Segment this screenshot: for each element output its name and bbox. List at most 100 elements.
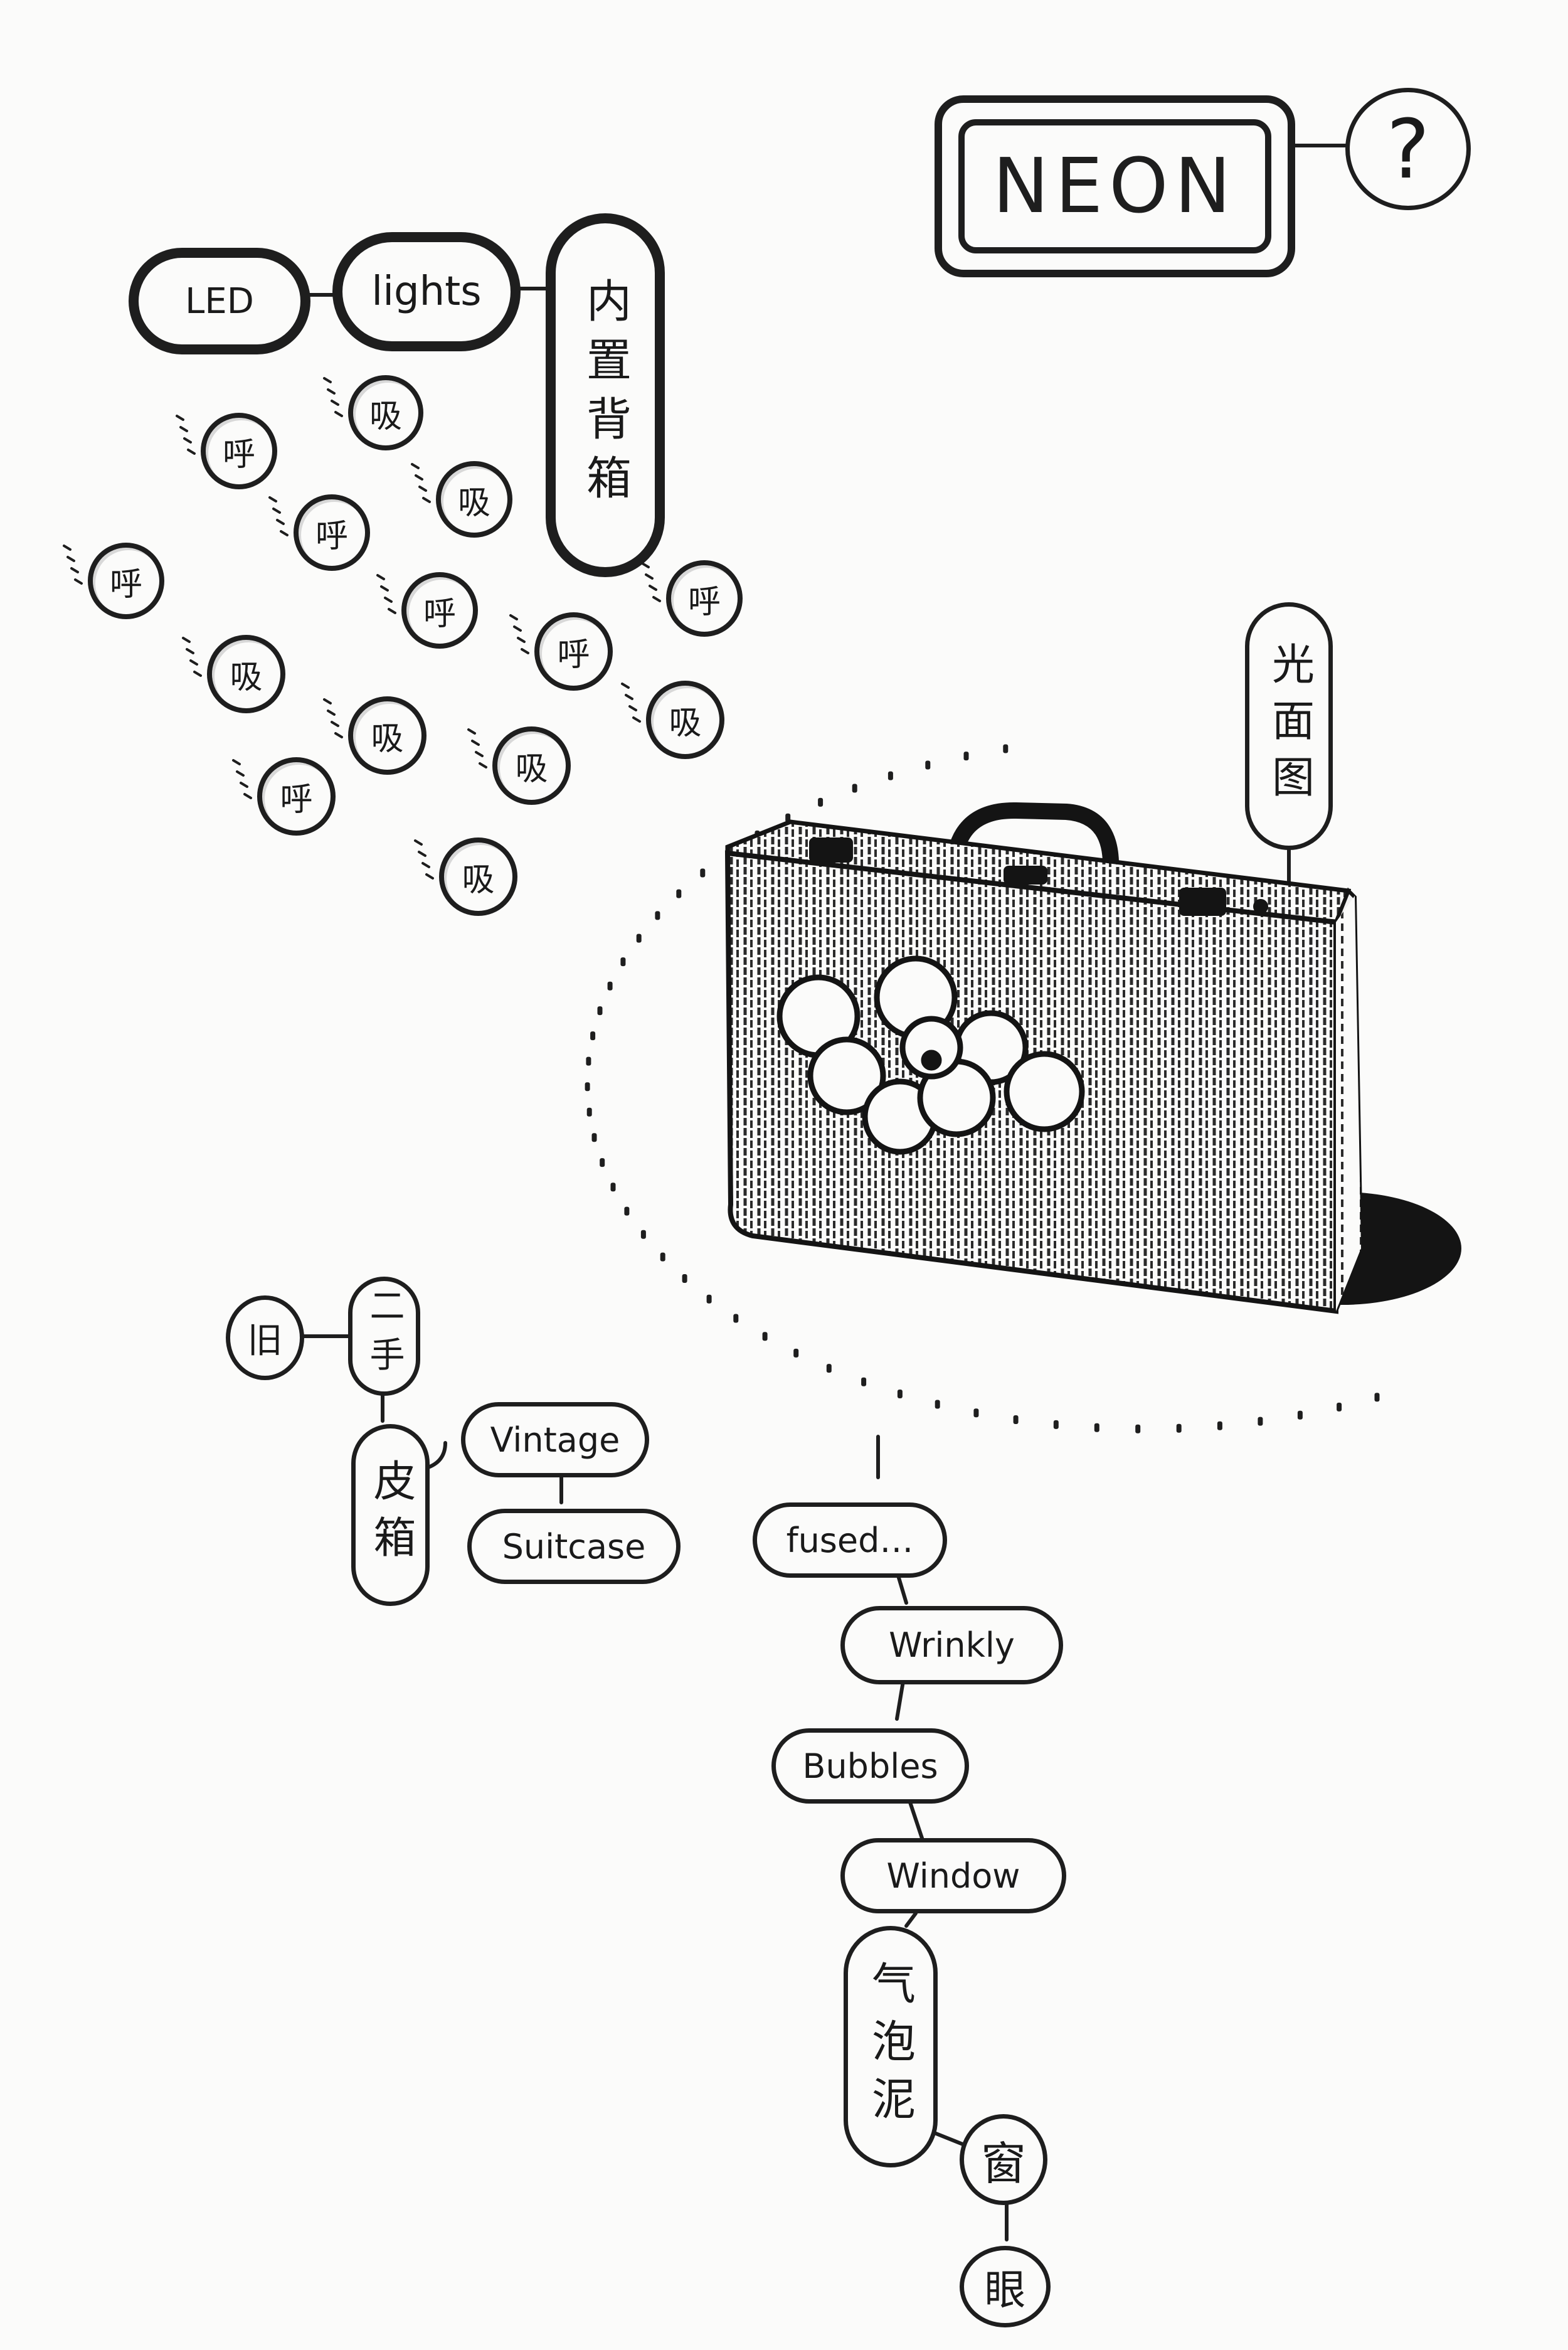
arc-dot (586, 1056, 591, 1066)
arc-dot (861, 1377, 867, 1386)
motion-tick (509, 614, 518, 620)
motion-tick (334, 732, 343, 738)
suitcase-bubble: Suitcase (467, 1509, 681, 1584)
suitcase-latch (1179, 888, 1226, 916)
arc-dot (1094, 1423, 1099, 1432)
motion-tick (517, 637, 526, 643)
suitcase-latch (809, 837, 853, 863)
breath-bubble: 呼 (88, 543, 164, 619)
motion-tick (183, 437, 192, 444)
arc-dot (607, 981, 613, 991)
window-bubble: Window (840, 1838, 1066, 1913)
motion-tick (421, 862, 430, 868)
window-cn-bubble: 窗 (960, 2114, 1047, 2205)
motion-tick (632, 716, 641, 723)
motion-tick (70, 567, 79, 573)
motion-tick (334, 411, 343, 417)
motion-tick (74, 578, 83, 585)
arc-dot (676, 889, 682, 898)
arc-dot (610, 1183, 616, 1192)
breath-bubble: 吸 (436, 461, 512, 538)
arc-dot (682, 1274, 687, 1283)
neon-label: NEON (958, 119, 1271, 253)
motion-tick (418, 851, 426, 857)
motion-tick (414, 839, 423, 846)
builtin-bubble: 内置背箱 (546, 213, 665, 577)
arc-dot (586, 1107, 592, 1117)
suitcase-illustration (724, 802, 1461, 1314)
arc-dot (624, 1206, 630, 1216)
arc-dot (1337, 1402, 1342, 1412)
old-bubble: 旧 (226, 1295, 304, 1380)
breath-bubble: 呼 (534, 612, 613, 691)
motion-tick (272, 508, 281, 514)
motion-tick (641, 562, 650, 568)
motion-tick (418, 486, 427, 492)
motion-tick (240, 782, 248, 788)
motion-tick (323, 377, 332, 383)
motion-tick (388, 608, 396, 614)
fused-bubble: fused… (753, 1502, 947, 1578)
motion-tick (331, 721, 339, 727)
motion-tick (268, 496, 277, 502)
motion-tick (327, 388, 336, 395)
breath-bubble: 吸 (646, 681, 724, 759)
breath-bubble: 呼 (257, 757, 336, 836)
motion-tick (513, 625, 522, 632)
eye-bubble: 眼 (960, 2246, 1051, 2327)
breath-bubble: 呼 (294, 494, 370, 571)
motion-tick (186, 648, 194, 654)
motion-tick (411, 463, 420, 469)
motion-tick (652, 596, 661, 602)
arc-dot (620, 957, 626, 967)
motion-tick (63, 545, 72, 551)
arc-dot (1053, 1420, 1059, 1429)
arc-dot (1258, 1417, 1263, 1426)
motion-tick (179, 426, 188, 432)
arc-dot (1003, 744, 1009, 753)
bubbles-bubble: Bubbles (771, 1728, 969, 1804)
motion-tick (628, 705, 637, 711)
question-bubble: ? (1345, 88, 1471, 210)
motion-tick (176, 415, 184, 421)
motion-tick (182, 637, 191, 643)
motion-tick (415, 474, 423, 481)
arc-dot (706, 1294, 712, 1304)
motion-tick (471, 740, 480, 746)
motion-tick (193, 671, 202, 677)
arc-dot (660, 1252, 665, 1262)
arc-dot (887, 771, 893, 780)
breath-bubble: 吸 (207, 635, 285, 713)
motion-tick (467, 728, 476, 735)
arc-dot (762, 1332, 768, 1341)
arc-dot (963, 752, 969, 761)
arc-dot (1135, 1424, 1141, 1433)
arc-dot (585, 1082, 590, 1092)
arc-dot (1176, 1423, 1182, 1433)
arc-dot (852, 784, 857, 793)
motion-tick (236, 770, 245, 777)
neon-sign: NEON (935, 95, 1295, 277)
motion-tick (425, 873, 434, 880)
arc-dot (935, 1400, 940, 1409)
motion-tick (232, 759, 241, 765)
arc-dot (733, 1314, 739, 1323)
arc-dot (640, 1230, 646, 1239)
arc-dot (1217, 1421, 1222, 1430)
motion-tick (380, 585, 389, 592)
motion-tick (384, 597, 393, 603)
motion-tick (187, 449, 196, 455)
motion-tick (479, 762, 487, 768)
breath-bubble: 吸 (492, 726, 571, 805)
motion-tick (422, 497, 431, 503)
motion-tick (66, 556, 75, 562)
motion-tick (645, 573, 654, 580)
arc-dot (597, 1006, 603, 1016)
motion-tick (649, 585, 657, 591)
arc-dot (973, 1408, 979, 1418)
arc-dot (793, 1348, 799, 1358)
arc-dot (636, 933, 642, 943)
arc-dot (826, 1364, 832, 1373)
